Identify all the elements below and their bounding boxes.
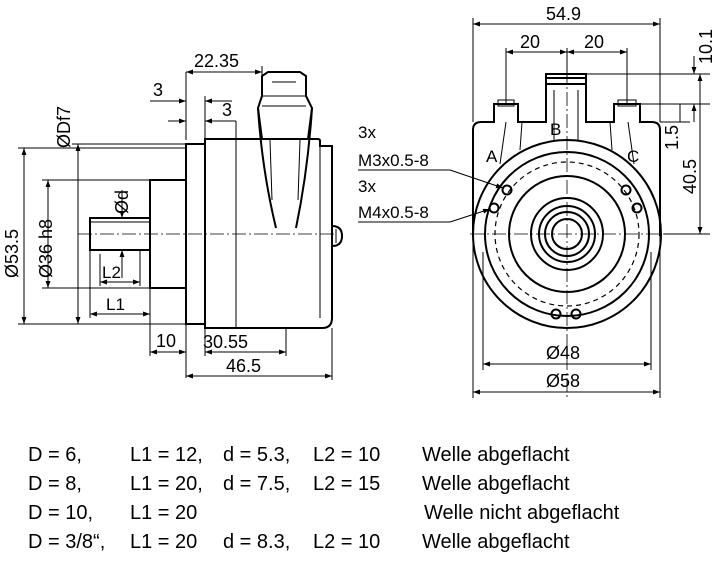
cell-desc: Welle abgeflacht [422, 444, 570, 466]
dim-step-b: 3 [222, 100, 232, 120]
dim-height-center: 40.5 [680, 159, 700, 194]
connector-c-rib [609, 121, 613, 151]
connector-a-label: A [486, 147, 498, 166]
connector-rib-1 [269, 139, 273, 201]
dim-shaft-dia: Ød [112, 190, 132, 214]
dim-pcd-inner: Ø48 [546, 343, 580, 363]
leader-m4 [449, 208, 491, 223]
dim-height-top: 10.1 [696, 29, 716, 64]
front-housing-top [472, 77, 661, 234]
cell-l2: L2 = 10 [313, 531, 381, 553]
connector-b-label: B [550, 120, 561, 139]
note-m3-thread: M3x0.5-8 [358, 151, 429, 170]
note-m3-count: 3x [358, 123, 376, 142]
dim-step-a: 3 [153, 80, 163, 100]
cell-d-big: D = 10, [28, 502, 94, 524]
dim-width: 54.9 [546, 4, 581, 24]
note-m4-count: 3x [358, 177, 376, 196]
dim-spacing-right: 20 [584, 32, 604, 52]
shaft-variants-table: D = 6, L1 = 12, d = 5.3, L2 = 10 Welle a… [0, 438, 719, 562]
table-row: D = 8, L1 = 20, d = 7.5, L2 = 15 Welle a… [0, 473, 719, 502]
cell-l1: L1 = 20, [130, 473, 203, 495]
cell-d-big: D = 3/8“, [28, 531, 106, 553]
connector-c-label: C [627, 147, 639, 166]
cell-l1: L1 = 20 [130, 531, 198, 553]
cell-d-small: d = 7.5, [223, 473, 291, 495]
cell-d-big: D = 6, [28, 444, 82, 466]
dim-offset: 1.5 [662, 125, 682, 150]
table-row: D = 10, L1 = 20 Welle nicht abgeflacht [0, 502, 719, 531]
dim-flange-dia: ØDf7 [54, 106, 74, 148]
side-view: 22.35 3 3 ØDf7 Ø53.5 Ø36 h8 Ød [2, 51, 344, 380]
dim-flange-thk: 10 [156, 331, 176, 351]
connector-outline [257, 107, 313, 229]
dim-body-len: 30.55 [203, 332, 248, 352]
dim-outer-dia: Ø58 [546, 371, 580, 391]
connector-rib-2 [297, 139, 301, 201]
m3-hole [550, 308, 562, 320]
m3-hole [501, 184, 513, 196]
connector-c-rib-2 [627, 121, 635, 165]
encoder-body [204, 138, 333, 329]
connector-b-cap [545, 73, 587, 85]
cell-d-big: D = 8, [28, 473, 82, 495]
dim-l2: L2 [102, 263, 121, 282]
leader-m3 [449, 169, 504, 189]
m4-hole [488, 202, 500, 214]
m4-hole [631, 202, 643, 214]
cell-desc: Welle nicht abgeflacht [424, 502, 620, 524]
connector-a-rib-2 [519, 121, 523, 151]
cell-d-small: d = 5.3, [223, 444, 291, 466]
cell-l1: L1 = 20 [130, 502, 198, 524]
table-row: D = 3/8“, L1 = 20 d = 8.3, L2 = 10 Welle… [0, 531, 719, 560]
note-m4-thread: M4x0.5-8 [358, 203, 429, 222]
dim-l1: L1 [106, 295, 125, 314]
cell-l1: L1 = 12, [130, 444, 203, 466]
cell-l2: L2 = 10 [313, 444, 381, 466]
front-view: A B C 3x M3x0.5-8 3x M4x0.5-8 5 [358, 4, 716, 400]
cover-knob [331, 225, 344, 247]
cell-desc: Welle abgeflacht [422, 531, 570, 553]
m3-hole [620, 184, 632, 196]
dim-total-len: 46.5 [226, 356, 261, 376]
cell-l2: L2 = 15 [313, 473, 381, 495]
dim-housing-dia: Ø53.5 [2, 229, 22, 278]
dim-pilot-dia: Ø36 h8 [36, 219, 56, 278]
dim-spacing-left: 20 [520, 32, 540, 52]
connector-a-rib [499, 121, 507, 165]
connector-housing [256, 71, 314, 140]
dim-top-width: 22.35 [194, 51, 239, 71]
table-row: D = 6, L1 = 12, d = 5.3, L2 = 10 Welle a… [0, 444, 719, 473]
cell-d-small: d = 8.3, [223, 531, 291, 553]
m4-hole [570, 308, 582, 320]
cell-desc: Welle abgeflacht [422, 473, 570, 495]
